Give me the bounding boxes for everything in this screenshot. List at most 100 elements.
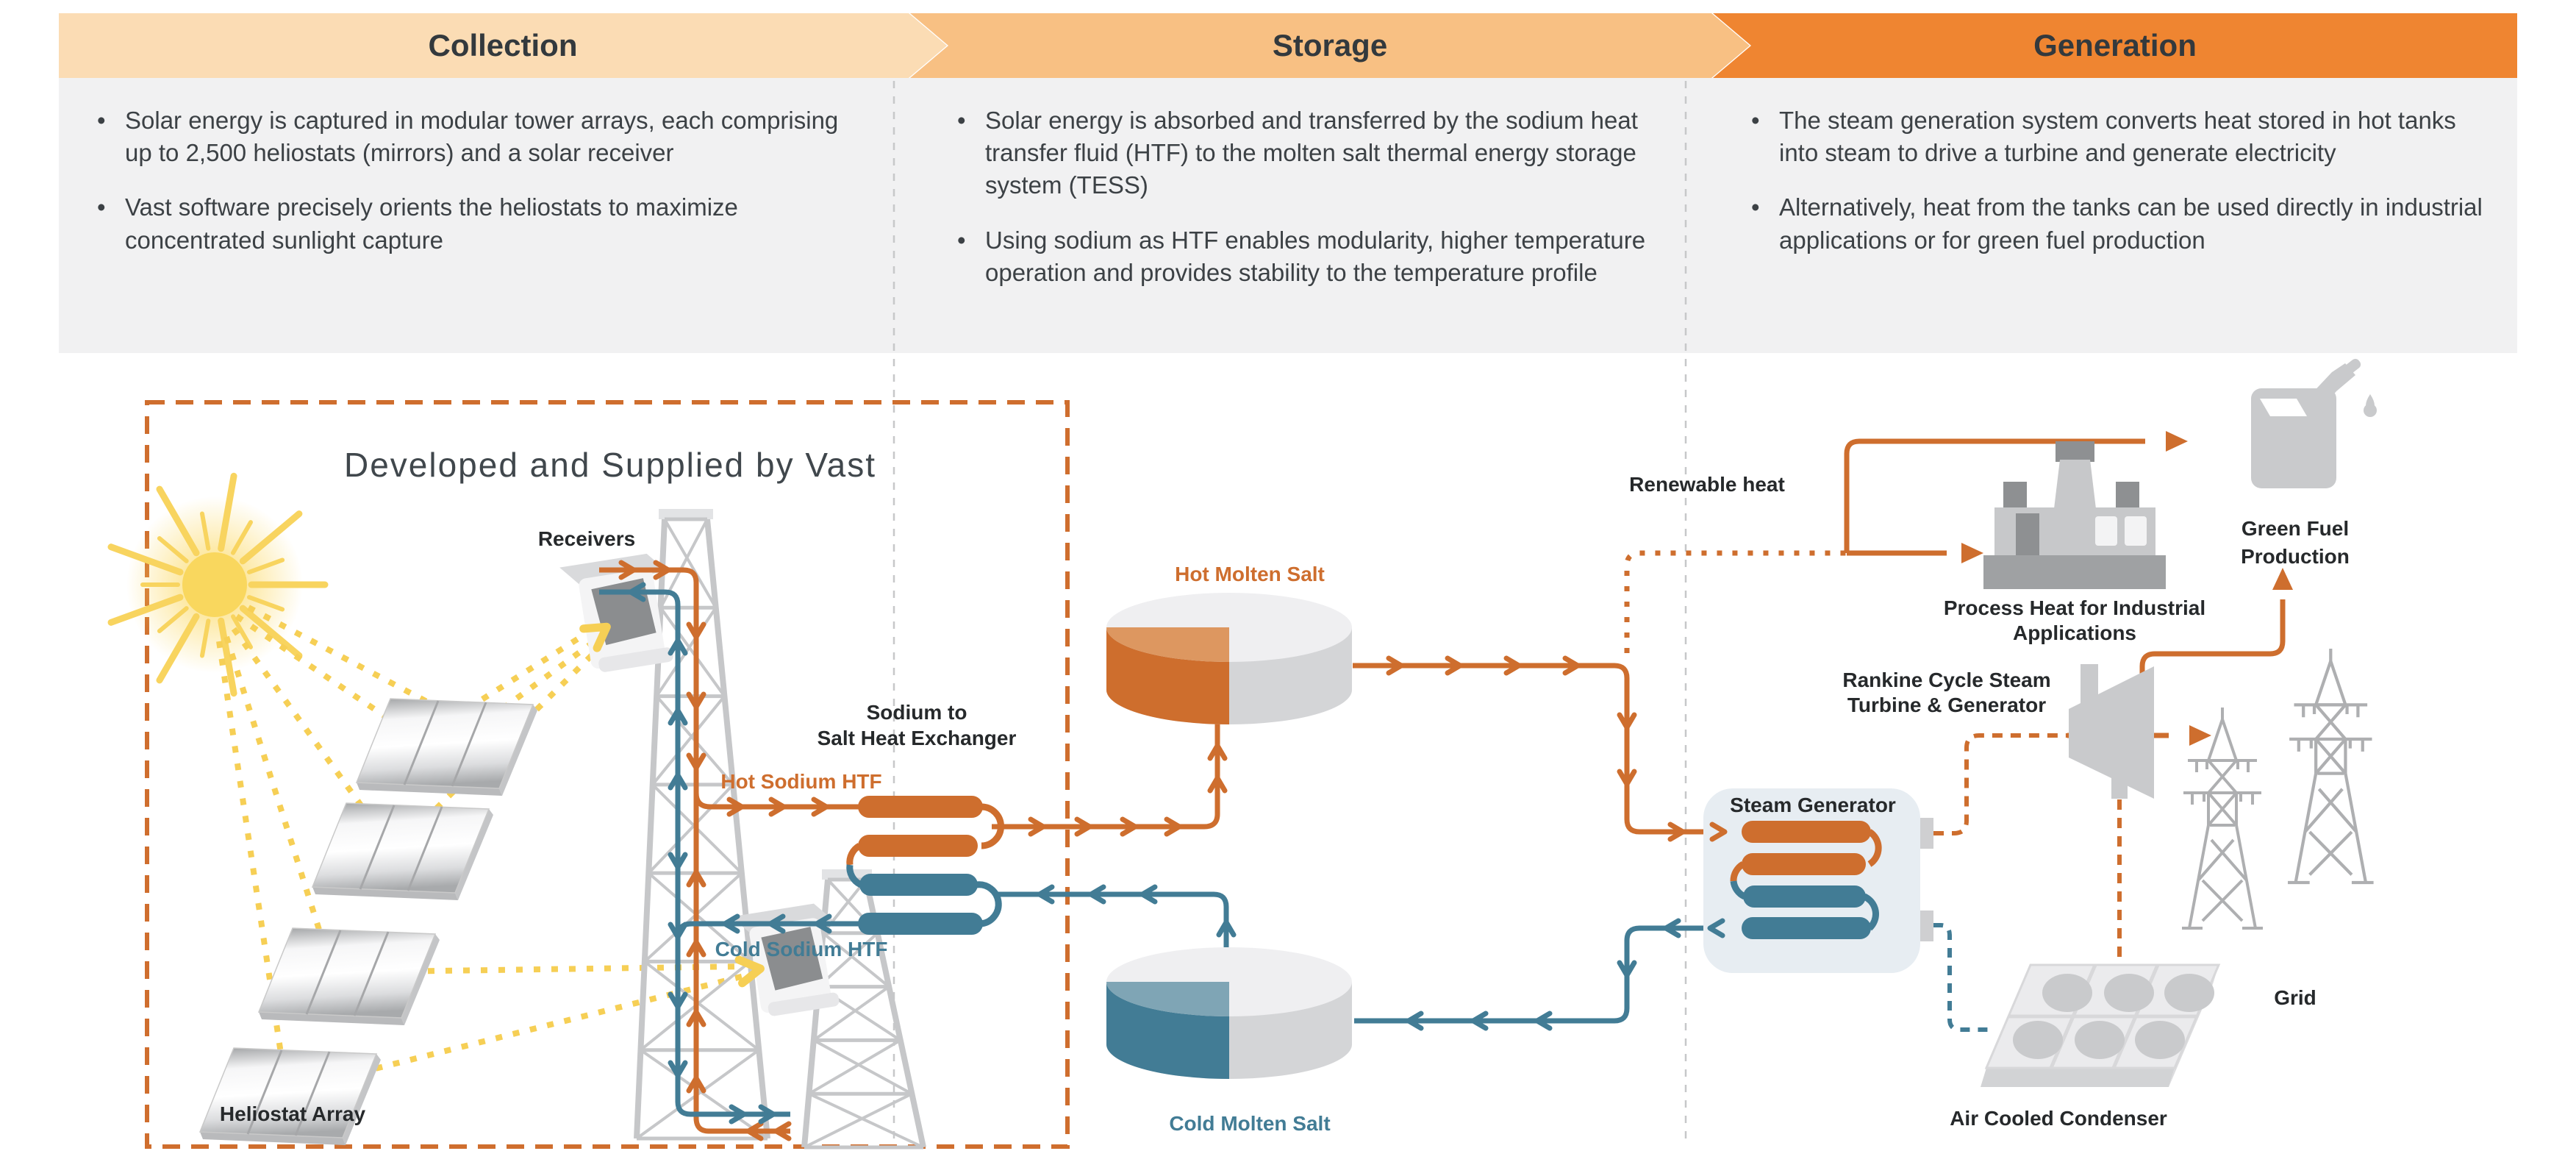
flow-arrow: [1617, 960, 1637, 978]
stage-band-collection: Collection: [59, 13, 947, 78]
flow-arrow: [668, 1060, 688, 1078]
steam-to-turbine: [1933, 733, 2067, 835]
flow-arrow: [745, 1121, 764, 1141]
flow-arrow: [1445, 655, 1463, 676]
sun-ray: [157, 536, 189, 563]
flow-arrow: [1617, 769, 1637, 787]
flow-arrow: [668, 991, 688, 1010]
flow-arrow: [768, 797, 787, 817]
flow-arrow: [1406, 1011, 1424, 1031]
tower-brace: [643, 872, 751, 963]
stage-label-collection: Collection: [428, 28, 578, 63]
sun-ray: [231, 614, 253, 649]
flow-arrow: [734, 955, 765, 988]
sun-ray: [199, 511, 211, 551]
heliostat-array-label: Heliostat Array: [220, 1102, 366, 1125]
flow-arrow: [722, 913, 740, 934]
receivers-label: Receivers: [538, 527, 635, 550]
sun-ray: [107, 544, 184, 576]
sun-ray: [218, 472, 237, 552]
flow-arrow: [686, 939, 706, 958]
flow-arrow: [811, 797, 829, 817]
flow-arrow: [628, 582, 646, 602]
flow-arrow: [653, 560, 671, 580]
flow-arrow: [1120, 816, 1138, 837]
stage-label-storage: Storage: [1272, 28, 1388, 63]
tower-brace: [804, 1092, 924, 1149]
cold-tank-label: Cold Molten Salt: [1169, 1112, 1330, 1135]
receiver-tower-icon: [634, 509, 926, 1150]
steam-lines: [1933, 733, 2122, 1032]
heat-to-greenfuel-line: [1844, 438, 2145, 553]
flow-arrow: [618, 560, 637, 580]
sunlight-beam: [231, 627, 387, 839]
bullet: Alternatively, heat from the tanks can b…: [1744, 191, 2489, 256]
flow-arrow: [1207, 743, 1228, 761]
jerrycan-icon: [2251, 358, 2377, 488]
flow-arrow: [686, 1075, 706, 1094]
flow-arrow: [1707, 918, 1725, 938]
tower-rail: [704, 518, 770, 1139]
vast-scope-title: Developed and Supplied by Vast: [344, 446, 876, 484]
arrowhead: [2272, 568, 2293, 590]
flow-arrow: [1386, 655, 1404, 676]
generation-bullets: The steam generation system converts hea…: [1744, 104, 2489, 279]
condenser-label: Air Cooled Condenser: [1950, 1107, 2167, 1130]
cold-tank-icon: [1106, 947, 1352, 1079]
arrowhead: [1961, 543, 1983, 563]
sunlight-beam: [472, 635, 601, 733]
cold-salt-from-steam-generator: [1354, 925, 1748, 1024]
sun-ray: [239, 510, 303, 565]
bullet: Vast software precisely orients the heli…: [90, 191, 870, 256]
flow-arrow: [668, 772, 688, 791]
flow-arrow: [1164, 816, 1182, 837]
flow-arrow: [1667, 822, 1686, 842]
flow-arrow: [758, 1104, 776, 1125]
flow-arrow: [686, 621, 706, 640]
flow-arrow: [668, 708, 688, 726]
bullet: Solar energy is absorbed and transferred…: [950, 104, 1675, 202]
renewable-heat-lines: [1624, 438, 2145, 653]
hot-sodium-label: Hot Sodium HTF: [720, 770, 881, 793]
flow-arrow: [1139, 884, 1158, 905]
flow-arrow: [1037, 884, 1055, 905]
hx-label-1: Sodium to: [867, 701, 967, 724]
flow-arrow: [1562, 655, 1581, 676]
hot-tank-icon: [1106, 593, 1352, 724]
rankine-label-1: Rankine Cycle Steam: [1842, 669, 2050, 691]
process-heat-label-1: Process Heat for Industrial: [1944, 596, 2205, 619]
flow-arrow: [668, 922, 688, 940]
flow-arrow: [768, 913, 786, 934]
flow-arrow: [729, 1104, 747, 1125]
sun-ray: [199, 619, 211, 658]
flow-arrow: [1088, 884, 1106, 905]
hot-sodium-to-hx: [693, 792, 867, 810]
flow-arrow: [1709, 822, 1728, 842]
flow-arrow: [1470, 1011, 1489, 1031]
hot-salt-to-tank: [992, 723, 1220, 830]
steam-generator-icon: [1703, 788, 1933, 973]
flow-arrow: [579, 622, 611, 652]
cold-salt-to-hx: [994, 891, 1229, 947]
flow-arrow: [1663, 918, 1681, 938]
flow-arrow: [1503, 655, 1522, 676]
flow-arrow: [1028, 816, 1046, 837]
flow-arrow: [1207, 775, 1228, 794]
arrowhead: [2189, 725, 2211, 746]
sun-ray: [157, 606, 189, 633]
flow-arrow: [1216, 919, 1237, 938]
sun-ray: [218, 617, 237, 697]
sunlight-beam: [396, 646, 601, 848]
cold-sodium-label: Cold Sodium HTF: [715, 938, 888, 961]
process-heat-label-2: Applications: [2013, 621, 2136, 644]
tower-brace: [635, 1049, 769, 1140]
renewable-heat-label: Renewable heat: [1629, 473, 1785, 496]
sun-ray: [156, 613, 200, 684]
hx-label-2: Salt Heat Exchanger: [817, 727, 1017, 749]
factory-icon: [1983, 441, 2166, 589]
heat-exchanger-coil-icon: [846, 796, 1004, 935]
flow-arrow: [686, 752, 706, 771]
flow-arrow: [668, 852, 688, 870]
condenser-icon: [1981, 963, 2221, 1087]
flow-arrow: [668, 638, 688, 656]
